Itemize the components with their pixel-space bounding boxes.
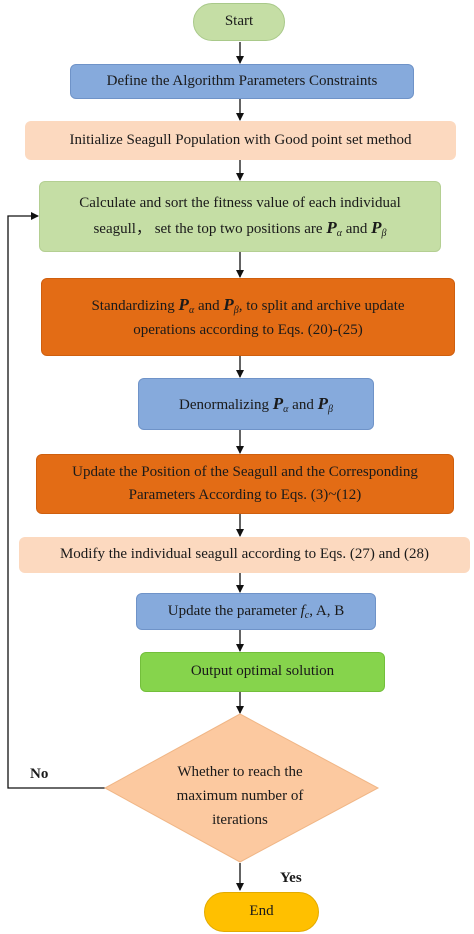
symbol-p: P <box>371 217 382 237</box>
update-line-2: Parameters According to Eqs. (3)~(12) <box>128 487 362 503</box>
define-parameters-step: Define the Algorithm Parameters Constrai… <box>70 64 414 99</box>
calc-line-1: Calculate and sort the fitness value of … <box>79 194 401 211</box>
init-label: Initialize Seagull Population with Good … <box>69 131 412 148</box>
denormalizing-step: Denormalizing Pα and Pβ <box>138 378 374 430</box>
end-label: End <box>249 903 274 920</box>
decision-line-2: maximum number of <box>176 788 304 804</box>
decision-diamond <box>103 713 380 863</box>
std-line-1: Standardizing Pα and Pβ, to split and ar… <box>91 292 404 319</box>
symbol-p: P <box>178 295 189 315</box>
decision-text: Whether to reach the maximum number of i… <box>160 760 320 832</box>
denorm-label: Denormalizing <box>179 396 270 413</box>
modify-label: Modify the individual seagull according … <box>59 546 430 563</box>
symbol-p: P <box>272 393 284 413</box>
loop-back-no-line <box>7 212 105 789</box>
symbol-beta: β <box>233 305 239 317</box>
denorm-text: Denormalizing Pα and Pβ <box>179 391 333 418</box>
symbol-alpha: α <box>283 403 289 415</box>
start-terminal: Start <box>193 3 285 41</box>
symbol-p: P <box>326 217 337 237</box>
output-label: Output optimal solution <box>190 663 335 680</box>
symbol-alpha: α <box>188 305 195 317</box>
calculate-fitness-step: Calculate and sort the fitness value of … <box>39 181 441 252</box>
initialize-population-step: Initialize Seagull Population with Good … <box>25 121 456 160</box>
calc-text: Calculate and sort the fitness value of … <box>79 192 401 242</box>
decision-line-1: Whether to reach the <box>177 764 303 780</box>
update-parameter-step: Update the parameter fc, A, B <box>136 593 376 630</box>
symbol-alpha: α <box>336 227 342 239</box>
param-tail: , A, B <box>309 602 345 619</box>
std-text: Standardizing Pα and Pβ, to split and ar… <box>91 292 404 342</box>
symbol-c: c <box>304 609 310 621</box>
param-label: Update the parameter <box>167 602 297 619</box>
symbol-f: f <box>300 602 305 619</box>
end-terminal: End <box>204 892 319 932</box>
update-text: Update the Position of the Seagull and t… <box>72 461 418 508</box>
symbol-beta: β <box>381 227 387 239</box>
decision-line-3: iterations <box>212 812 268 828</box>
symbol-p: P <box>223 295 234 315</box>
symbol-p: P <box>317 393 328 413</box>
output-solution-step: Output optimal solution <box>140 652 385 692</box>
symbol-beta: β <box>327 403 333 415</box>
start-label: Start <box>224 13 254 30</box>
and-text: and <box>345 220 368 237</box>
modify-individual-step: Modify the individual seagull according … <box>19 537 470 573</box>
calc-line-2-text: seagull， set the top two positions are <box>93 220 323 237</box>
define-label: Define the Algorithm Parameters Constrai… <box>106 72 378 89</box>
calc-line-2: seagull， set the top two positions are P… <box>79 215 401 242</box>
no-label: No <box>30 766 49 782</box>
update-line-1: Update the Position of the Seagull and t… <box>72 463 418 480</box>
update-position-step: Update the Position of the Seagull and t… <box>36 454 454 514</box>
param-text: Update the parameter fc, A, B <box>168 600 345 624</box>
std-line-1-tail: , to split and archive update <box>238 298 405 315</box>
std-line-2: operations according to Eqs. (20)-(25) <box>133 321 363 338</box>
and-text: and <box>197 298 220 315</box>
std-line-1-text: Standardizing <box>91 298 175 315</box>
standardizing-step: Standardizing Pα and Pβ, to split and ar… <box>41 278 455 356</box>
yes-label: Yes <box>280 870 302 886</box>
and-text: and <box>292 396 314 413</box>
